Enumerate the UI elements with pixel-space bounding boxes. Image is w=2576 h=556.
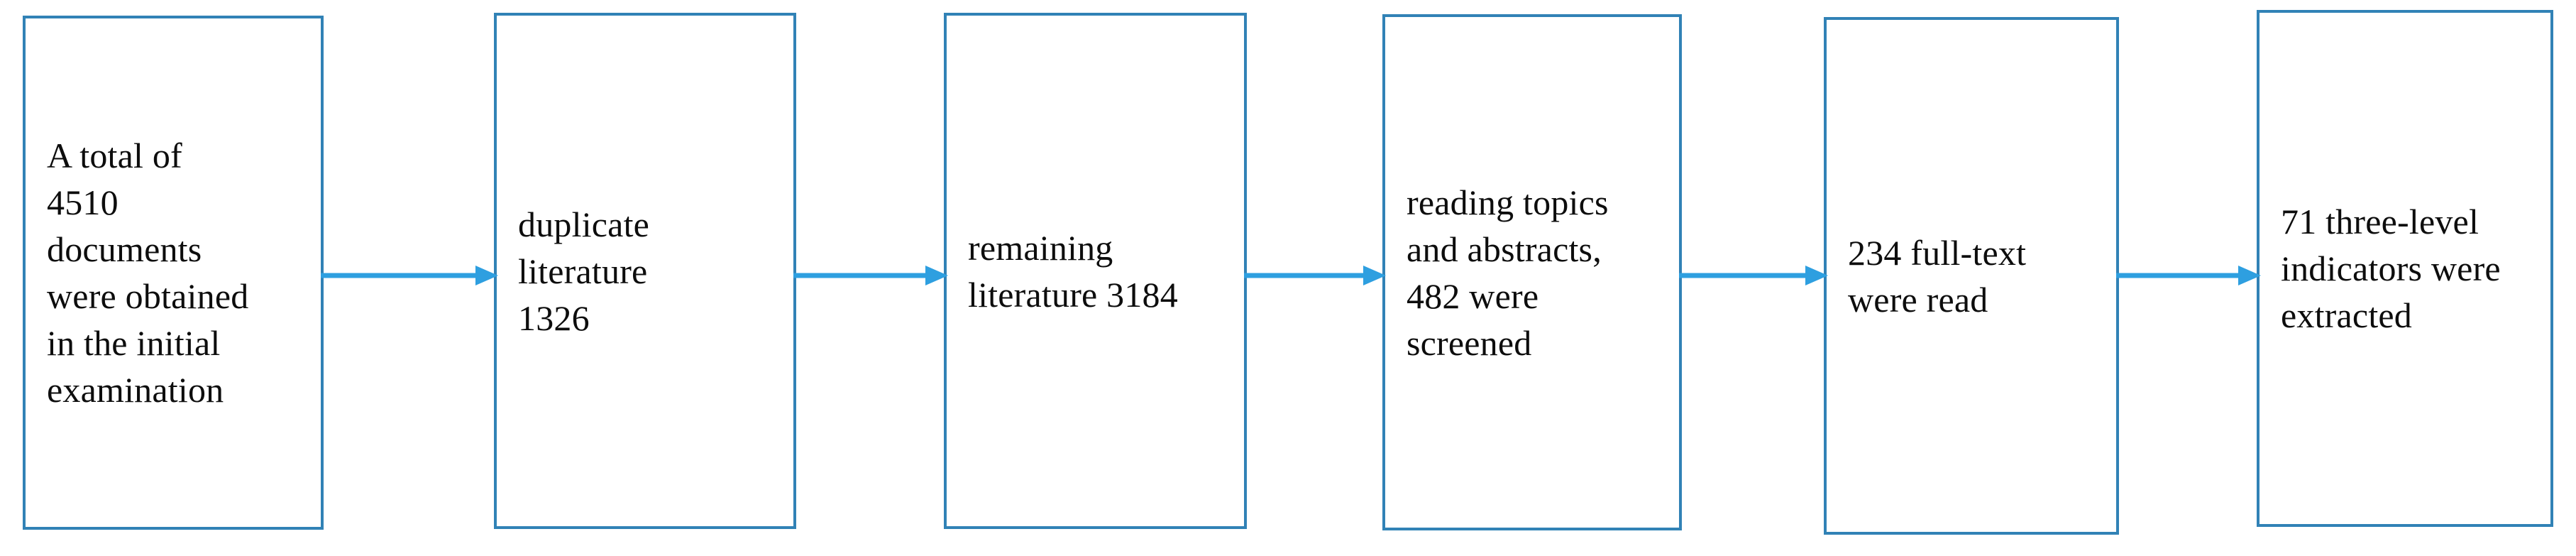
flow-arrow-2-icon: [793, 261, 948, 290]
flow-box-5-label: 234 full-text were read: [1848, 232, 2027, 320]
flow-arrow-1-icon: [321, 261, 498, 290]
flow-arrow-3-icon: [1244, 261, 1386, 290]
flow-box-2-label: duplicate literature 1326: [518, 204, 650, 338]
flow-box-1[interactable]: A total of 4510 documents were obtained …: [23, 16, 324, 530]
flow-box-2[interactable]: duplicate literature 1326: [494, 13, 796, 529]
flow-box-3[interactable]: remaining literature 3184: [944, 13, 1247, 529]
flow-box-4[interactable]: reading topics and abstracts, 482 were s…: [1382, 14, 1682, 530]
flow-box-1-label: A total of 4510 documents were obtained …: [47, 136, 249, 410]
flow-box-5[interactable]: 234 full-text were read: [1824, 17, 2119, 535]
flow-box-6[interactable]: 71 three-level indicators were extracted: [2257, 10, 2553, 527]
flow-box-6-label: 71 three-level indicators were extracted: [2281, 202, 2501, 335]
flow-arrow-5-icon: [2116, 261, 2261, 290]
flow-box-3-label: remaining literature 3184: [968, 227, 1178, 315]
flow-box-4-label: reading topics and abstracts, 482 were s…: [1407, 182, 1609, 363]
flow-arrow-4-icon: [1679, 261, 1828, 290]
